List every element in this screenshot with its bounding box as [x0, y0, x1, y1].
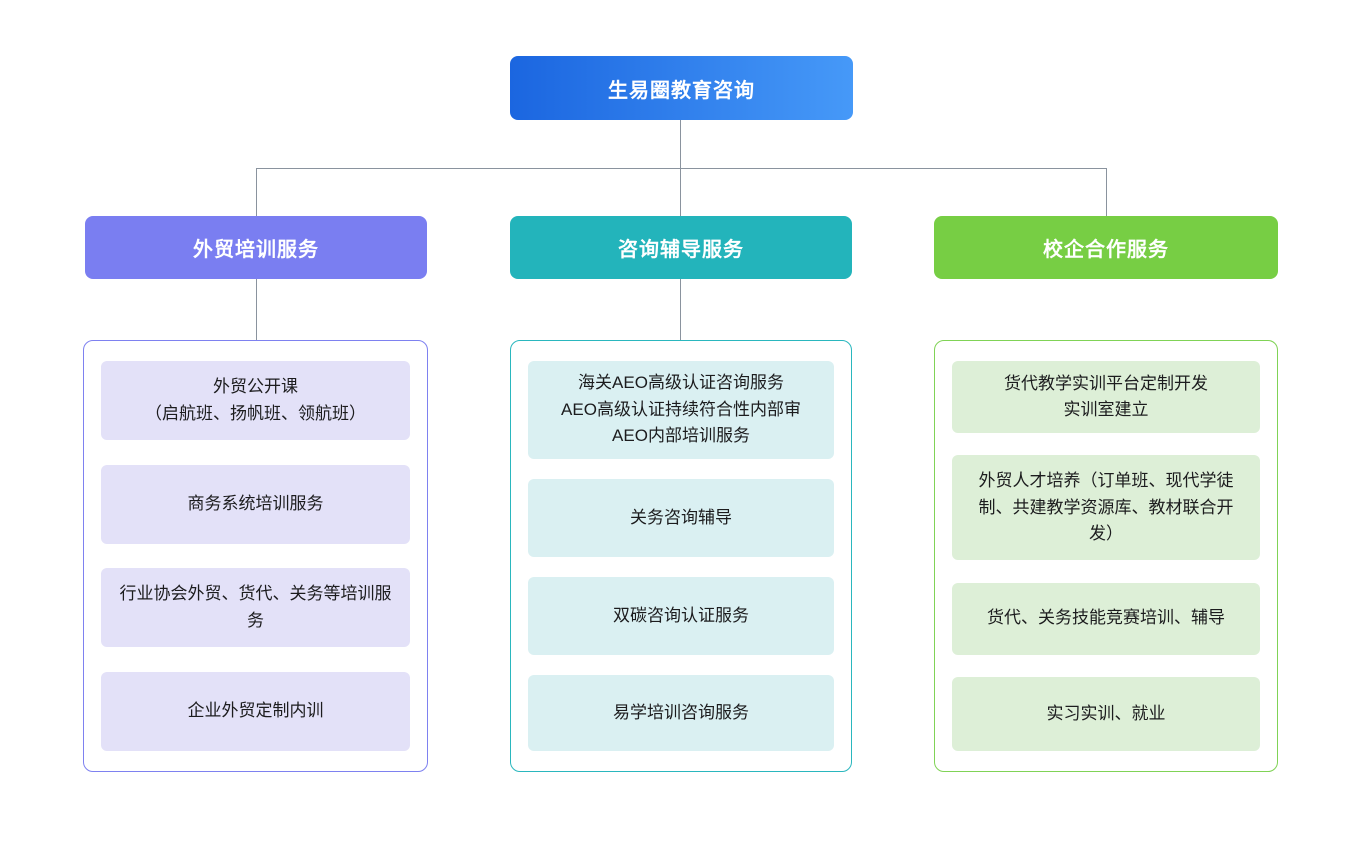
branch-list-trade-training: 外贸公开课 （启航班、扬帆班、领航班） 商务系统培训服务 行业协会外贸、货代、关…	[83, 340, 428, 772]
service-item: 企业外贸定制内训	[101, 671, 410, 751]
connector-root-stem	[680, 120, 681, 168]
service-item-label: 实习实训、就业	[1046, 703, 1166, 723]
service-item-label: 货代、关务技能竞赛培训、辅导	[987, 608, 1225, 628]
service-item-label: 企业外贸定制内训	[187, 701, 324, 721]
service-item: 海关AEO高级认证咨询服务 AEO高级认证持续符合性内部审 AEO内部培训服务	[528, 361, 834, 459]
service-item: 关务咨询辅导	[528, 479, 834, 557]
service-item-label: 货代教学实训平台定制开发 实训室建立	[1004, 373, 1208, 419]
service-item-label: 商务系统培训服务	[187, 493, 324, 513]
branch-header-label: 咨询辅导服务	[618, 239, 744, 261]
root-node: 生易圈教育咨询	[510, 56, 853, 120]
service-item-label: 易学培训咨询服务	[613, 702, 749, 722]
service-item: 货代教学实训平台定制开发 实训室建立	[952, 361, 1260, 433]
connector-middle-header-to-list	[680, 279, 681, 340]
service-item: 行业协会外贸、货代、关务等培训服务	[101, 568, 410, 648]
connector-drop-middle	[680, 168, 681, 216]
service-item-label: 外贸人才培养（订单班、现代学徒制、共建教学资源库、教材联合开发）	[978, 471, 1234, 543]
branch-header-school-enterprise: 校企合作服务	[934, 216, 1278, 279]
service-item-label: 行业协会外贸、货代、关务等培训服务	[119, 584, 392, 630]
service-item: 实习实训、就业	[952, 676, 1260, 751]
service-item-label: 海关AEO高级认证咨询服务 AEO高级认证持续符合性内部审 AEO内部培训服务	[561, 373, 801, 446]
connector-drop-left	[256, 168, 257, 216]
root-node-label: 生易圈教育咨询	[608, 79, 755, 102]
service-item: 商务系统培训服务	[101, 464, 410, 544]
branch-header-label: 外贸培训服务	[193, 239, 319, 261]
service-item: 易学培训咨询服务	[528, 675, 834, 751]
service-item: 货代、关务技能竞赛培训、辅导	[952, 582, 1260, 655]
service-item-label: 双碳咨询认证服务	[613, 605, 749, 625]
service-item: 外贸人才培养（订单班、现代学徒制、共建教学资源库、教材联合开发）	[952, 455, 1260, 561]
branch-header-consulting: 咨询辅导服务	[510, 216, 852, 279]
service-item-label: 外贸公开课 （启航班、扬帆班、领航班）	[145, 377, 366, 423]
connector-horizontal	[256, 168, 1107, 169]
branch-list-school-enterprise: 货代教学实训平台定制开发 实训室建立 外贸人才培养（订单班、现代学徒制、共建教学…	[934, 340, 1278, 772]
service-item-label: 关务咨询辅导	[630, 507, 732, 527]
connector-drop-right	[1106, 168, 1107, 216]
branch-header-label: 校企合作服务	[1043, 239, 1169, 261]
service-item: 双碳咨询认证服务	[528, 577, 834, 655]
branch-list-consulting: 海关AEO高级认证咨询服务 AEO高级认证持续符合性内部审 AEO内部培训服务 …	[510, 340, 852, 772]
connector-left-header-to-list	[256, 279, 257, 340]
branch-header-trade-training: 外贸培训服务	[85, 216, 427, 279]
service-item: 外贸公开课 （启航班、扬帆班、领航班）	[101, 361, 410, 440]
